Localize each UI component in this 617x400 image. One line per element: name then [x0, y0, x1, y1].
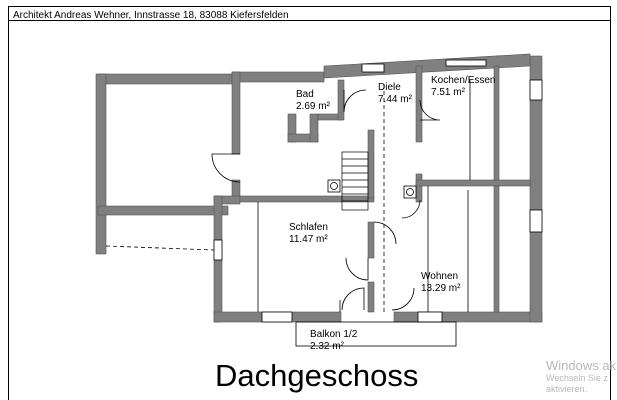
room-kochen: Kochen/Essen 7.51 m² [431, 75, 496, 99]
room-schlafen-area: 11.47 m² [289, 234, 328, 245]
room-balkon-name: Balkon 1/2 [310, 329, 358, 340]
room-wohnen-area: 13.29 m² [421, 283, 461, 294]
room-kochen-area: 7.51 m² [431, 87, 465, 98]
room-kochen-name: Kochen/Essen [431, 75, 496, 86]
door-swings [211, 89, 441, 312]
room-balkon: Balkon 1/2 2.32 m² [310, 329, 357, 353]
room-schlafen-name: Schlafen [289, 222, 328, 233]
room-bad-area: 2.69 m² [296, 101, 330, 112]
frame-left-line [8, 6, 9, 400]
room-balkon-area: 2.32 m² [310, 341, 344, 352]
architect-header: Architekt Andreas Wehner, Innstrasse 18,… [13, 10, 289, 21]
chimneys [327, 179, 417, 199]
windows-openings [213, 59, 543, 323]
windows-activation-watermark: Windows ak Wechseln Sie z aktivieren. [546, 358, 616, 395]
header-divider [8, 20, 611, 21]
room-diele-area: 7.44 m² [378, 94, 412, 105]
room-diele-name: Diele [378, 82, 401, 93]
room-wohnen-name: Wohnen [421, 271, 459, 282]
room-diele: Diele 7.44 m² [378, 82, 412, 106]
frame-right-line [610, 6, 611, 400]
watermark-line-2: aktivieren. [546, 384, 588, 394]
room-bad-name: Bad [296, 89, 314, 100]
inner-lines [105, 80, 471, 347]
floor-title: Dachgeschoss [215, 358, 419, 393]
frame-top-line [8, 6, 611, 7]
room-bad: Bad 2.69 m² [296, 89, 330, 113]
stairs [341, 151, 369, 211]
watermark-title: Windows ak [546, 358, 617, 373]
room-wohnen: Wohnen 13.29 m² [421, 271, 460, 295]
room-schlafen: Schlafen 11.47 m² [289, 222, 328, 246]
watermark-line-1: Wechseln Sie z [546, 373, 608, 383]
